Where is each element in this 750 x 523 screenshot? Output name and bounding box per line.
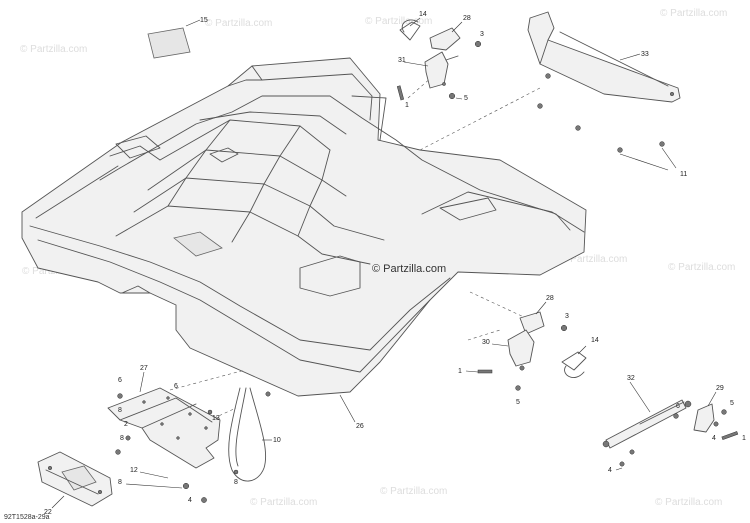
callout-6-plate: 6 xyxy=(118,377,122,384)
callout-15: 15 xyxy=(200,17,208,24)
hood-body: 26 xyxy=(21,57,587,430)
strap-part: 10 8 xyxy=(228,387,281,486)
callout-5-strut: 5 xyxy=(730,400,734,407)
callout-6-plate-b: 6 xyxy=(174,383,178,390)
watermark-bottom: © Partzilla.com xyxy=(380,486,447,497)
callout-14-top: 14 xyxy=(419,11,427,18)
callout-6-strut: 6 xyxy=(676,403,680,410)
callout-10: 10 xyxy=(273,437,281,444)
drawing-reference: 92T1528a-29a xyxy=(4,514,50,521)
callout-8-plate: 8 xyxy=(118,407,122,414)
latch-handle-part: 22 xyxy=(37,451,113,516)
decal-part: 15 xyxy=(147,17,208,59)
callout-2: 2 xyxy=(124,421,128,428)
support-bracket-group: 11 33 xyxy=(527,11,687,178)
callout-28-top: 28 xyxy=(463,15,471,22)
watermark-top-left: © Partzilla.com xyxy=(20,44,87,55)
callout-29: 29 xyxy=(716,385,724,392)
callout-1-strut: 1 xyxy=(742,435,746,442)
gas-strut-group: 32 29 6 5 4 1 4 xyxy=(602,375,746,474)
watermark-bottom-right: © Partzilla.com xyxy=(655,497,722,508)
front-latch-group: 28 3 30 14 1 5 xyxy=(458,295,599,406)
callout-8-strap: 8 xyxy=(234,479,238,486)
watermark-far-right: © Partzilla.com xyxy=(668,262,735,273)
callout-27: 27 xyxy=(140,365,148,372)
callout-5-front: 5 xyxy=(516,399,520,406)
callout-4-strut: 4 xyxy=(712,435,716,442)
callout-11: 11 xyxy=(680,171,687,178)
callout-8-plate-b: 8 xyxy=(120,435,124,442)
callout-8-plate-c: 8 xyxy=(118,479,122,486)
callout-1-top: 1 xyxy=(405,102,409,109)
callout-13: 13 xyxy=(212,415,220,422)
rear-latch-group: 14 28 3 31 1 5 xyxy=(396,11,484,109)
callout-30: 30 xyxy=(482,339,490,346)
watermark-right: © Partzilla.com xyxy=(560,254,627,265)
callout-22: 22 xyxy=(44,509,52,516)
callout-14-front: 14 xyxy=(591,337,599,344)
callout-4-plate: 4 xyxy=(188,497,192,504)
callout-28-front: 28 xyxy=(546,295,554,302)
callout-12: 12 xyxy=(130,467,138,474)
watermark-bottom-center: © Partzilla.com xyxy=(250,497,317,508)
callout-4-strut-low: 4 xyxy=(608,467,612,474)
callout-3-top: 3 xyxy=(480,31,484,38)
mounting-plate-group: 27 6 8 6 2 8 12 8 4 13 xyxy=(107,365,221,504)
callout-5-top: 5 xyxy=(464,95,468,102)
watermark-center: © Partzilla.com xyxy=(372,263,446,275)
callout-31: 31 xyxy=(398,57,406,64)
callout-32: 32 xyxy=(627,375,635,382)
watermark-top-right-center: © Partzilla.com xyxy=(365,16,432,27)
watermark-top-right: © Partzilla.com xyxy=(660,8,727,19)
watermark-top-center: © Partzilla.com xyxy=(205,18,272,29)
callout-3-front: 3 xyxy=(565,313,569,320)
callout-26: 26 xyxy=(356,423,364,430)
callout-1-front: 1 xyxy=(458,368,462,375)
callout-33: 33 xyxy=(641,51,649,58)
